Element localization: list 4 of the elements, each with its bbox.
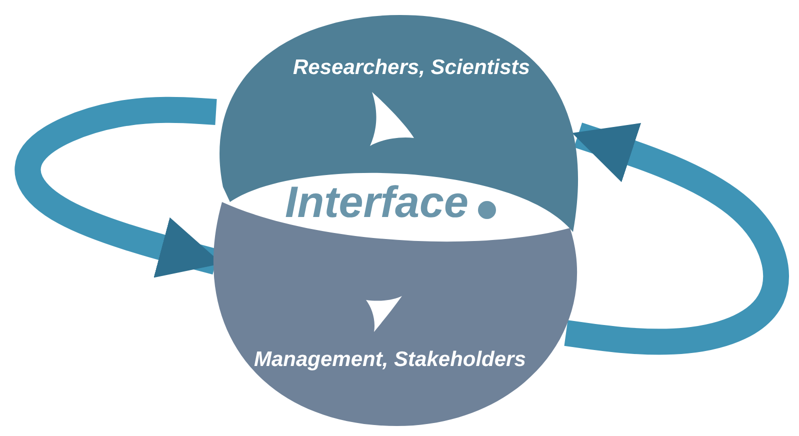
group-label: Management, Stakeholders xyxy=(254,348,526,372)
center-label: Interface xyxy=(285,178,468,228)
group-label: Researchers, Scientists xyxy=(293,56,530,80)
curved-arrow xyxy=(564,122,789,355)
